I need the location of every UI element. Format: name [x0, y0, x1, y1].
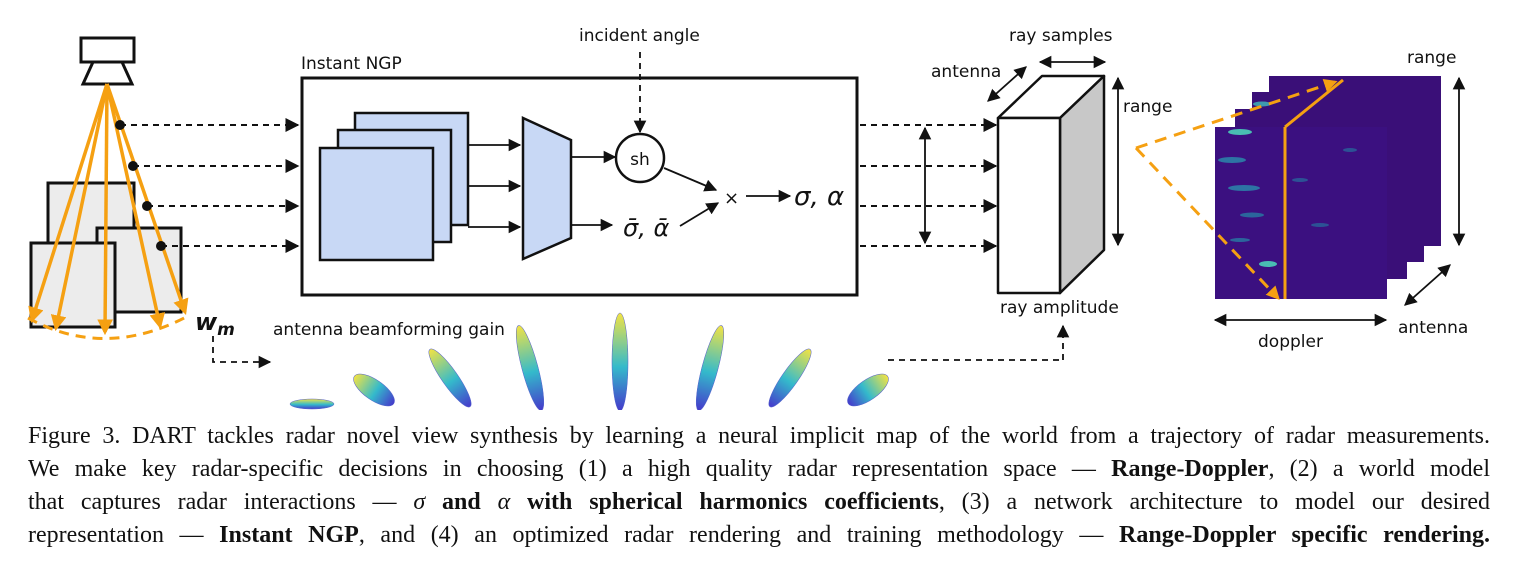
- antenna-right-label: antenna: [1398, 318, 1468, 338]
- sigma-alpha-label: σ, α: [794, 182, 844, 212]
- projection-wedge: [1134, 78, 1338, 300]
- architecture-diagram: wm Instant NGP incident angle sh σ̄, ᾱ ×…: [27, 26, 1468, 410]
- sh-to-product-arrow: [663, 167, 718, 192]
- antenna-top-label: antenna: [931, 62, 1001, 82]
- ray-samples-label: ray samples: [1009, 26, 1113, 46]
- range-doppler-maps: [1215, 76, 1441, 299]
- caption-line-3: that captures radar interactions — σ and…: [28, 489, 1490, 515]
- ray-sample-points: [115, 120, 166, 251]
- doppler-label: doppler: [1258, 332, 1323, 352]
- sh-label: sh: [630, 150, 650, 170]
- ray-volume: [996, 74, 1106, 295]
- range-left-label: range: [1123, 97, 1172, 117]
- sigma-bar-to-product-arrow: [679, 202, 720, 227]
- hash-grid-layers: [318, 111, 470, 262]
- beamforming-dashed-arrow-left: [212, 336, 272, 369]
- input-dashed-arrows: [120, 118, 300, 253]
- ray-amplitude-label: ray amplitude: [1000, 298, 1119, 318]
- product-symbol: ×: [724, 188, 739, 209]
- incident-angle-label: incident angle: [579, 26, 700, 46]
- ray-arc: [27, 314, 189, 340]
- antenna-right-arrow: [1404, 264, 1451, 306]
- wm-label: wm: [195, 308, 235, 340]
- instant-ngp-label: Instant NGP: [301, 54, 402, 74]
- sigma-alpha-bar-label: σ̄, ᾱ: [623, 214, 669, 242]
- beamforming-label: antenna beamforming gain: [273, 320, 505, 340]
- beam-pattern-lobes: [289, 312, 889, 410]
- caption-line-4: representation — Instant NGP, and (4) an…: [28, 522, 1491, 548]
- sh-node: [614, 132, 666, 184]
- output-dashed-arrows: [860, 118, 998, 253]
- caption-line-1: Figure 3. DART tackles radar novel view …: [28, 423, 1490, 449]
- radar-sensor-icon: [79, 36, 136, 86]
- range-right-label: range: [1407, 48, 1456, 68]
- figure-caption: Figure 3. DART tackles radar novel view …: [28, 420, 1490, 552]
- mlp-decoder: [521, 116, 573, 261]
- caption-line-2: We make key radar-specific decisions in …: [28, 456, 1490, 482]
- antenna-top-arrow: [987, 66, 1027, 102]
- layer-to-mlp-arrows: [468, 138, 522, 234]
